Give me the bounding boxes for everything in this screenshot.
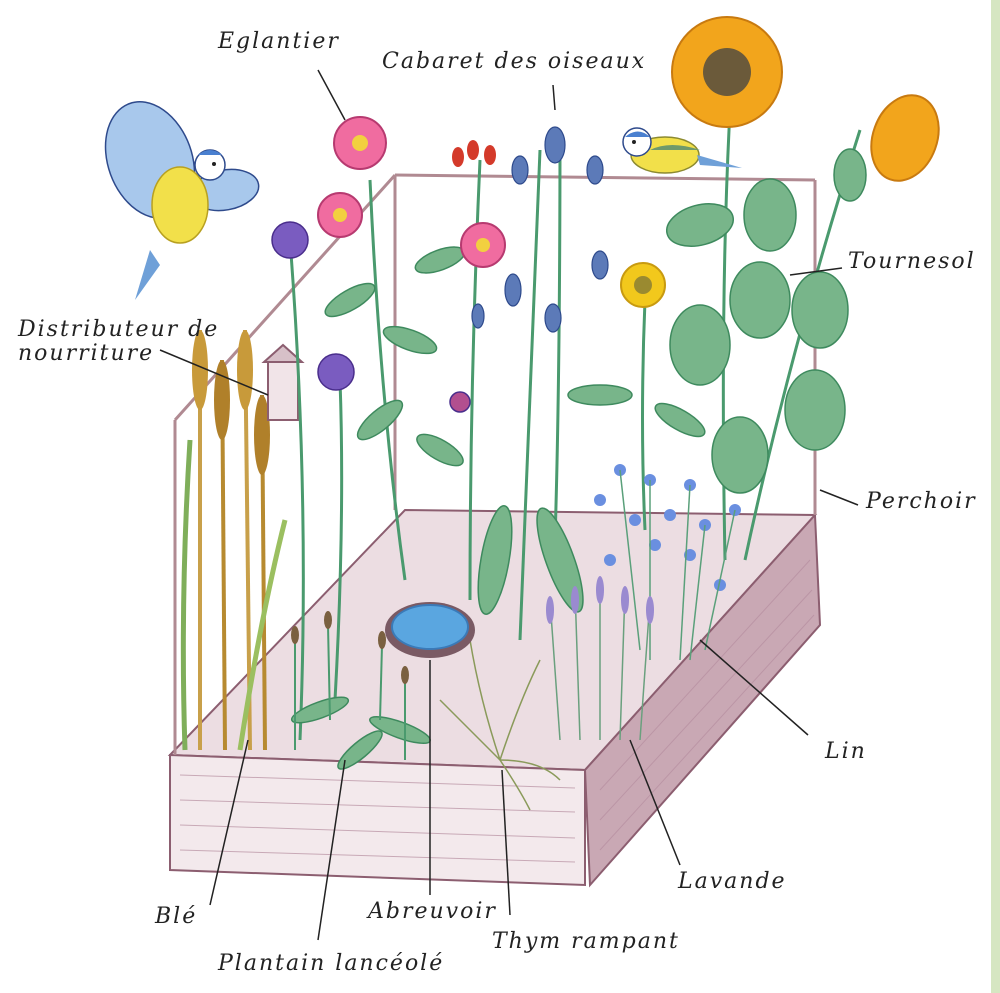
- eglantine-flowers: [318, 117, 505, 267]
- water-bowl: [385, 602, 475, 658]
- label-cabaret-des-oiseaux: Cabaret des oiseaux: [382, 50, 646, 74]
- flying-bird: [90, 89, 262, 300]
- label-lavande: Lavande: [678, 870, 787, 894]
- label-eglantier: Eglantier: [218, 30, 340, 54]
- bed-front-face: [170, 755, 585, 885]
- label-abreuvoir: Abreuvoir: [368, 900, 497, 924]
- label-thym-rampant: Thym rampant: [492, 930, 680, 954]
- label-plantain-lanceole: Plantain lancéolé: [218, 952, 444, 976]
- label-perchoir: Perchoir: [866, 490, 977, 514]
- label-distributeur-de-nourriture: Distributeur de nourriture: [18, 318, 219, 366]
- label-tournesol: Tournesol: [848, 250, 976, 274]
- label-lin: Lin: [825, 740, 867, 764]
- label-ble: Blé: [155, 905, 197, 929]
- perched-bird: [623, 128, 742, 173]
